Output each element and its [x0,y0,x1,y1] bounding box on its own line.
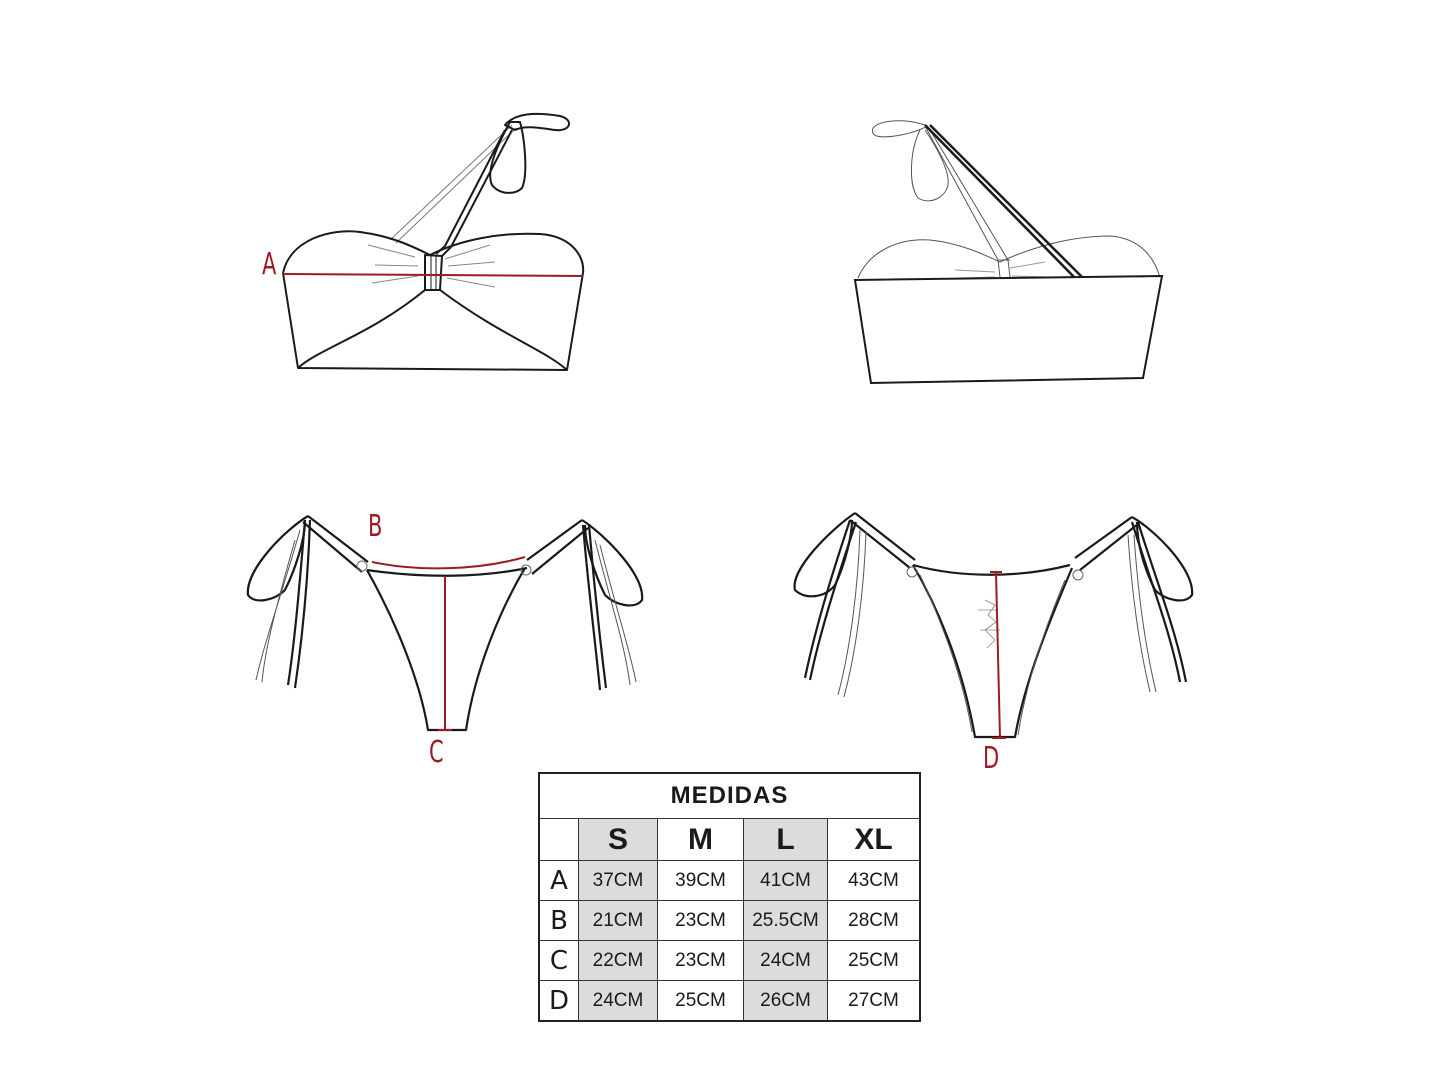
row-label: A [538,860,579,901]
table-row-c: C 22CM 23CM 24CM 25CM [538,940,921,981]
cell-value: 37CM [578,860,658,901]
cell-value: 41CM [743,860,828,901]
table-title: MEDIDAS [538,772,921,819]
cell-value: 24CM [578,980,658,1022]
header-size-s: S [578,818,658,861]
cell-value: 43CM [827,860,921,901]
bottom-front-drawing [246,515,644,732]
top-front-drawing [282,112,585,371]
row-label: D [538,980,579,1022]
cell-value: 27CM [827,980,921,1022]
cell-value: 25CM [827,940,921,981]
cell-value: 24CM [743,940,828,981]
cell-value: 28CM [827,900,921,941]
measure-label-b: B [368,509,383,544]
header-corner [538,818,579,861]
table-header-row: S M L XL [538,818,921,861]
header-size-m: M [657,818,744,861]
table-row-b: B 21CM 23CM 25.5CM 28CM [538,900,921,941]
cell-value: 23CM [657,900,744,941]
cell-value: 23CM [657,940,744,981]
cell-value: 22CM [578,940,658,981]
header-size-l: L [743,818,828,861]
table-row-a: A 37CM 39CM 41CM 43CM [538,860,921,901]
cell-value: 21CM [578,900,658,941]
bottom-back-drawing [793,512,1194,739]
cell-value: 26CM [743,980,828,1022]
cell-value: 39CM [657,860,744,901]
row-label: C [538,940,579,981]
top-back-drawing [853,120,1164,385]
row-label: B [538,900,579,941]
measure-label-d: D [983,741,1000,776]
measure-label-a: A [262,247,277,282]
cell-value: 25.5CM [743,900,828,941]
size-chart-table: MEDIDAS S M L XL A 37CM 39CM 41CM 43CM B… [538,772,921,1022]
measure-label-c: C [429,735,444,770]
header-size-xl: XL [827,818,921,861]
cell-value: 25CM [657,980,744,1022]
table-row-d: D 24CM 25CM 26CM 27CM [538,980,921,1022]
